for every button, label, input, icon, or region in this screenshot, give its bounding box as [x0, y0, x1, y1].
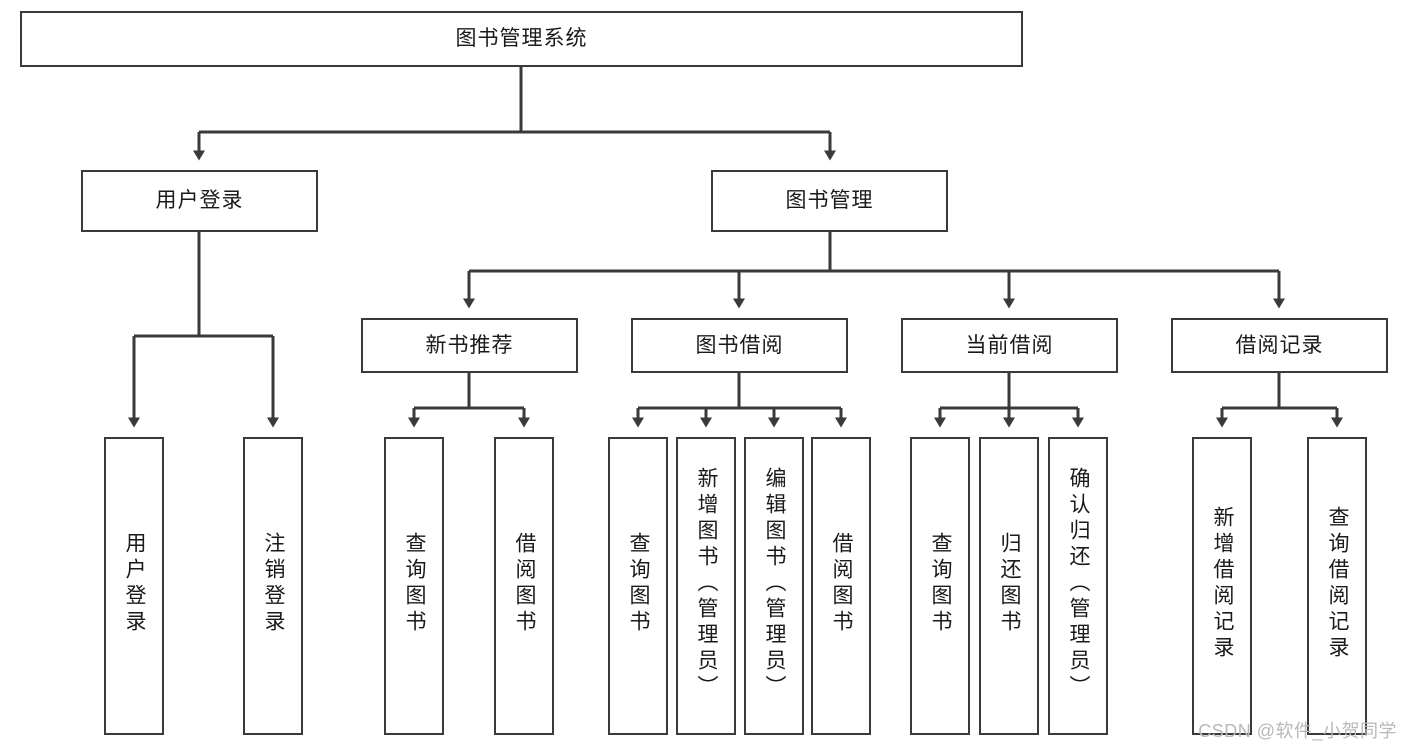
leaf-current-borrow-query-book[interactable]: 查询图书 — [910, 437, 970, 735]
node-borrow-record[interactable]: 借阅记录 — [1171, 318, 1388, 373]
node-label: 编辑图书（管理员） — [763, 467, 787, 701]
node-label: 新增图书（管理员） — [695, 467, 719, 701]
leaf-new-book-query-book[interactable]: 查询图书 — [384, 437, 444, 735]
node-book-borrow[interactable]: 图书借阅 — [631, 318, 848, 373]
node-label: 借阅图书 — [830, 532, 854, 636]
leaf-user-login-login[interactable]: 用户登录 — [104, 437, 164, 735]
leaf-book-borrow-borrow-book[interactable]: 借阅图书 — [811, 437, 871, 735]
leaf-new-book-borrow-book[interactable]: 借阅图书 — [494, 437, 554, 735]
leaf-book-borrow-edit-book-admin[interactable]: 编辑图书（管理员） — [744, 437, 804, 735]
node-label: 当前借阅 — [965, 333, 1054, 357]
node-label: 用户登录 — [155, 189, 244, 213]
node-label: 图书借阅 — [695, 333, 784, 357]
node-label: 新书推荐 — [425, 333, 514, 357]
node-label: 用户登录 — [123, 532, 147, 636]
node-label: 查询图书 — [929, 532, 953, 636]
leaf-current-borrow-confirm-return-admin[interactable]: 确认归还（管理员） — [1048, 437, 1108, 735]
node-label: 查询图书 — [403, 532, 427, 636]
node-book-management[interactable]: 图书管理 — [711, 170, 948, 232]
node-label: 归还图书 — [998, 532, 1022, 636]
leaf-user-login-logout[interactable]: 注销登录 — [243, 437, 303, 735]
node-label: 图书管理 — [785, 189, 874, 213]
leaf-current-borrow-return-book[interactable]: 归还图书 — [979, 437, 1039, 735]
node-new-book-recommend[interactable]: 新书推荐 — [361, 318, 578, 373]
node-label: 新增借阅记录 — [1211, 506, 1235, 662]
leaf-borrow-record-query-record[interactable]: 查询借阅记录 — [1307, 437, 1367, 735]
node-label: 确认归还（管理员） — [1067, 467, 1091, 701]
node-root-book-management-system[interactable]: 图书管理系统 — [20, 11, 1023, 67]
node-current-borrow[interactable]: 当前借阅 — [901, 318, 1118, 373]
leaf-book-borrow-add-book-admin[interactable]: 新增图书（管理员） — [676, 437, 736, 735]
node-label: 查询图书 — [627, 532, 651, 636]
node-label: 图书管理系统 — [455, 27, 588, 51]
leaf-borrow-record-add-record[interactable]: 新增借阅记录 — [1192, 437, 1252, 735]
node-user-login[interactable]: 用户登录 — [81, 170, 318, 232]
node-label: 借阅图书 — [513, 532, 537, 636]
node-label: 借阅记录 — [1235, 333, 1324, 357]
node-label: 注销登录 — [262, 532, 286, 636]
leaf-book-borrow-query-book[interactable]: 查询图书 — [608, 437, 668, 735]
node-label: 查询借阅记录 — [1326, 506, 1350, 662]
